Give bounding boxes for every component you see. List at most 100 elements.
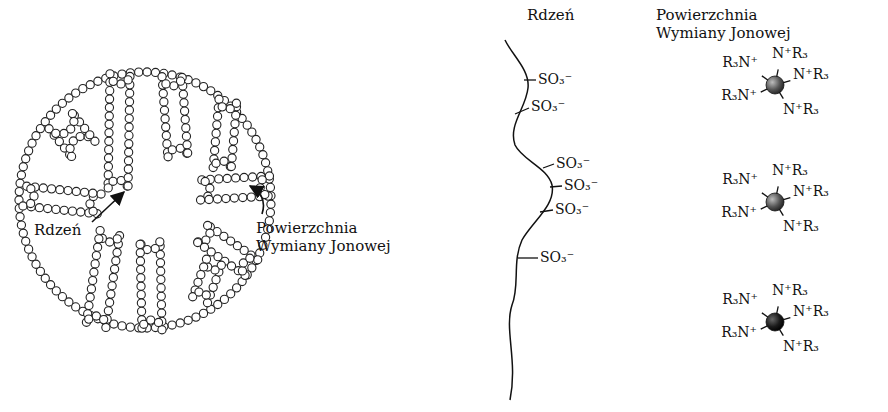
column-header: Rdzeń bbox=[527, 6, 574, 24]
bead-particle bbox=[227, 162, 235, 170]
bead-particle bbox=[94, 243, 102, 251]
bead-particle bbox=[126, 89, 134, 97]
bead-particle bbox=[67, 152, 75, 160]
bead-particle bbox=[158, 309, 166, 317]
bead-particle bbox=[137, 307, 145, 315]
bead-particle bbox=[137, 265, 145, 273]
bead-particle bbox=[77, 208, 85, 216]
bead-particle bbox=[200, 263, 208, 271]
bead-particle bbox=[28, 139, 36, 147]
bead-particle bbox=[238, 267, 246, 275]
bead-particle bbox=[19, 202, 27, 210]
bead-particle bbox=[179, 90, 187, 98]
bead-particle bbox=[194, 278, 202, 286]
bead-particle bbox=[44, 204, 52, 212]
bead-particle bbox=[205, 195, 213, 203]
bead-particle bbox=[110, 265, 118, 273]
sulfonate-group: SO₃⁻ bbox=[540, 249, 574, 266]
bead-particle bbox=[204, 221, 212, 229]
bead-particle bbox=[212, 129, 220, 137]
bead-particle bbox=[266, 183, 274, 191]
bead-particle bbox=[106, 298, 114, 306]
bead-particle bbox=[94, 77, 102, 85]
bead-particle bbox=[157, 267, 165, 275]
bead-particle bbox=[184, 316, 192, 324]
bead-particle bbox=[231, 120, 239, 128]
ammonium-group: R₃N⁺ bbox=[714, 54, 758, 71]
ammonium-group: R₃N⁺ bbox=[714, 171, 758, 188]
bead-particle bbox=[80, 188, 88, 196]
ammonium-group: R₃N⁺ bbox=[713, 87, 757, 104]
bead-particle bbox=[183, 149, 191, 157]
bead-particle bbox=[27, 199, 35, 207]
bead-particle bbox=[156, 259, 164, 267]
bead-particle bbox=[17, 221, 25, 229]
bead-particle bbox=[159, 89, 167, 97]
ammonium-group: N⁺R₃ bbox=[783, 218, 819, 235]
bead-particle bbox=[125, 148, 133, 156]
bead-particle bbox=[109, 77, 117, 85]
bead-particle bbox=[211, 146, 219, 154]
bead-particle bbox=[199, 309, 207, 317]
bead-particle bbox=[85, 301, 93, 309]
bead-particle bbox=[213, 195, 221, 203]
sulfonate-group: SO₃⁻ bbox=[564, 177, 598, 194]
ammonium-group: N⁺R₃ bbox=[793, 183, 829, 200]
bead-particle bbox=[223, 174, 231, 182]
bead-particle bbox=[196, 196, 204, 204]
bead-particle bbox=[117, 80, 125, 88]
bead-particle bbox=[22, 155, 30, 163]
bead-particle bbox=[16, 213, 24, 221]
bead-particle bbox=[213, 112, 221, 120]
bead-particle bbox=[161, 115, 169, 123]
bead-particle bbox=[180, 99, 188, 107]
sulfonate-group: SO₃⁻ bbox=[555, 201, 589, 218]
bead-particle bbox=[182, 132, 190, 140]
bead-particle bbox=[184, 149, 192, 157]
ammonium-group: N⁺R₃ bbox=[793, 66, 829, 83]
sulfonate-group: SO₃⁻ bbox=[531, 98, 565, 115]
bead-particle bbox=[32, 260, 40, 268]
bead-particle bbox=[218, 103, 226, 111]
bead-particle bbox=[64, 186, 72, 194]
bead-particle bbox=[267, 200, 275, 208]
bead-particle bbox=[100, 315, 108, 323]
bead-particle bbox=[89, 276, 97, 284]
bead-particle bbox=[86, 81, 94, 89]
bead-particle bbox=[28, 253, 36, 261]
bead-particle bbox=[109, 177, 117, 185]
bead-particle bbox=[124, 157, 132, 165]
bead-particle bbox=[109, 273, 117, 281]
bead-particle bbox=[39, 184, 47, 192]
bead-particle bbox=[52, 205, 60, 213]
bead-particle bbox=[113, 235, 121, 243]
bead-particle bbox=[47, 185, 55, 193]
bead-particle bbox=[181, 115, 189, 123]
bead-particle bbox=[183, 141, 191, 149]
bead-particle bbox=[226, 105, 234, 113]
bead-particle bbox=[118, 322, 126, 330]
bead-particle bbox=[168, 71, 176, 79]
bead-particle bbox=[228, 154, 236, 162]
sulfonate-group: SO₃⁻ bbox=[556, 155, 590, 172]
ammonium-group: R₃N⁺ bbox=[713, 204, 757, 221]
bead-particle bbox=[157, 284, 165, 292]
bead-particle bbox=[105, 112, 113, 120]
bead-particle bbox=[68, 109, 76, 117]
bead-particle bbox=[211, 138, 219, 146]
bead-particle bbox=[154, 318, 162, 326]
bead-particle bbox=[105, 120, 113, 128]
bead-particle bbox=[17, 171, 25, 179]
ammonium-sphere bbox=[766, 76, 784, 94]
bead-particle bbox=[266, 208, 274, 216]
bead-particle bbox=[143, 68, 151, 76]
bead-particle bbox=[104, 307, 112, 315]
bead-particle bbox=[230, 194, 238, 202]
bead-particle bbox=[124, 165, 132, 173]
bead-particle bbox=[79, 85, 87, 93]
sulfonate-group: SO₃⁻ bbox=[538, 71, 572, 88]
bead-particle bbox=[35, 204, 43, 212]
core-label: Rdzeń bbox=[34, 221, 81, 239]
bead-particle bbox=[247, 193, 255, 201]
bead-particle bbox=[168, 146, 176, 154]
